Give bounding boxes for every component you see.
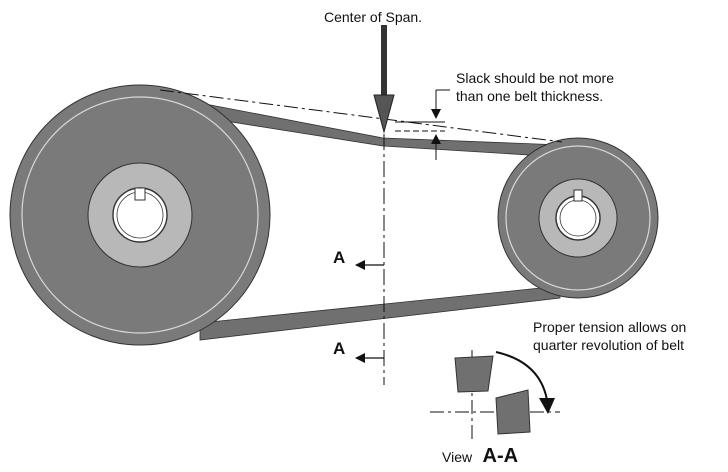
center-of-span-label: Center of Span.	[324, 9, 422, 25]
belt-section-normal	[454, 355, 494, 393]
view-id: A-A	[483, 445, 519, 467]
view-a-a-detail	[430, 350, 560, 440]
belt-lower-strand	[199, 285, 561, 341]
belt-section-rotated	[495, 389, 531, 435]
large-pulley-keyway	[134, 187, 146, 201]
slack-label-line2: than one belt thickness.	[456, 88, 603, 104]
view-word: View	[442, 449, 473, 465]
large-pulley	[9, 84, 271, 346]
slack-label-line1: Slack should be not more	[456, 70, 614, 86]
force-arrow	[373, 25, 395, 134]
slack-dimension	[395, 89, 450, 160]
tension-label-line2: quarter revolution of belt	[533, 337, 684, 353]
straight-reference-line	[159, 89, 563, 143]
tension-label-line1: Proper tension allows on	[533, 319, 686, 335]
section-label-bottom: A	[333, 339, 345, 358]
rotation-arrow	[495, 351, 548, 401]
small-pulley-keyway	[573, 189, 583, 202]
small-pulley	[497, 137, 659, 299]
section-label-top: A	[333, 248, 345, 267]
view-title: View A-A	[442, 445, 518, 467]
